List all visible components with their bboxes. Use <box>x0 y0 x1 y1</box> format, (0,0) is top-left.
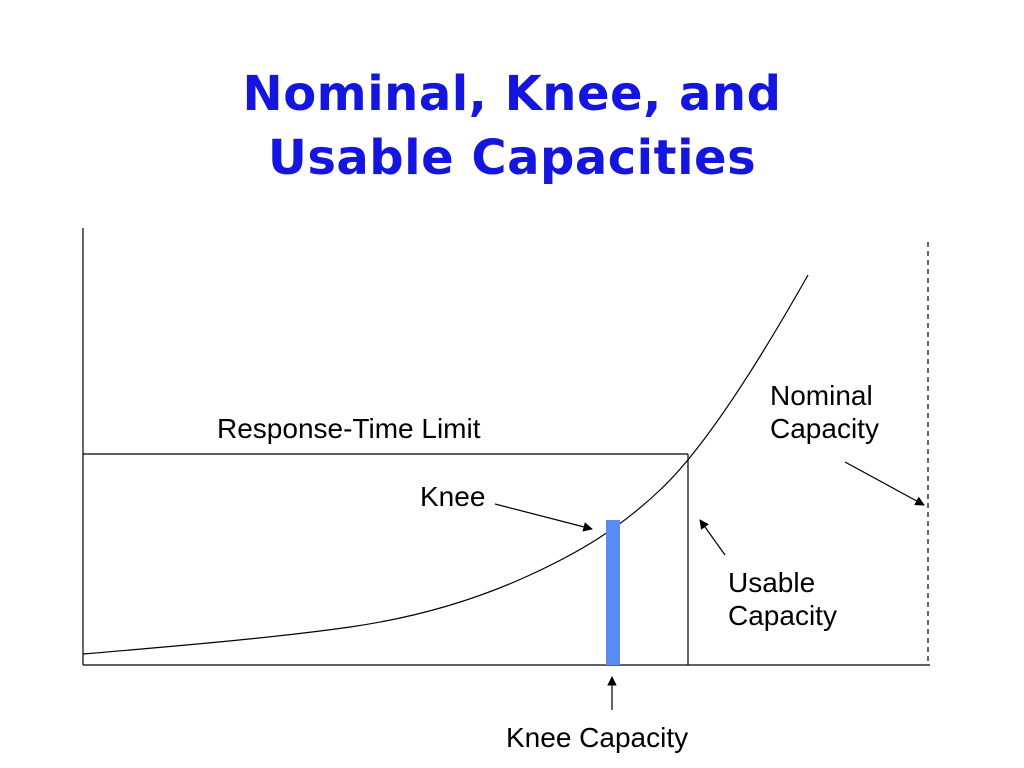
knee-capacity-bar <box>606 520 620 665</box>
usable-capacity-label: Usable Capacity <box>728 566 837 632</box>
title-line-2: Usable Capacities <box>267 130 757 186</box>
nominal-capacity-label: Nominal Capacity <box>770 379 879 445</box>
response-time-limit-label: Response-Time Limit <box>217 413 481 444</box>
knee-arrow <box>494 503 593 532</box>
knee-capacity-label: Knee Capacity <box>506 722 689 753</box>
knee-label: Knee <box>420 481 486 512</box>
page-title: Nominal, Knee, and Usable Capacities <box>0 62 1024 190</box>
nominal-capacity-arrow <box>844 461 925 506</box>
nominal-capacity-label-line-2: Capacity <box>770 413 879 444</box>
usable-capacity-label-line-1: Usable <box>728 567 816 598</box>
response-time-curve <box>82 274 809 655</box>
usable-capacity-arrow <box>699 519 726 556</box>
nominal-capacity-label-line-1: Nominal <box>770 380 873 411</box>
usable-capacity-label-line-2: Capacity <box>728 600 837 631</box>
title-line-1: Nominal, Knee, and <box>242 66 782 122</box>
